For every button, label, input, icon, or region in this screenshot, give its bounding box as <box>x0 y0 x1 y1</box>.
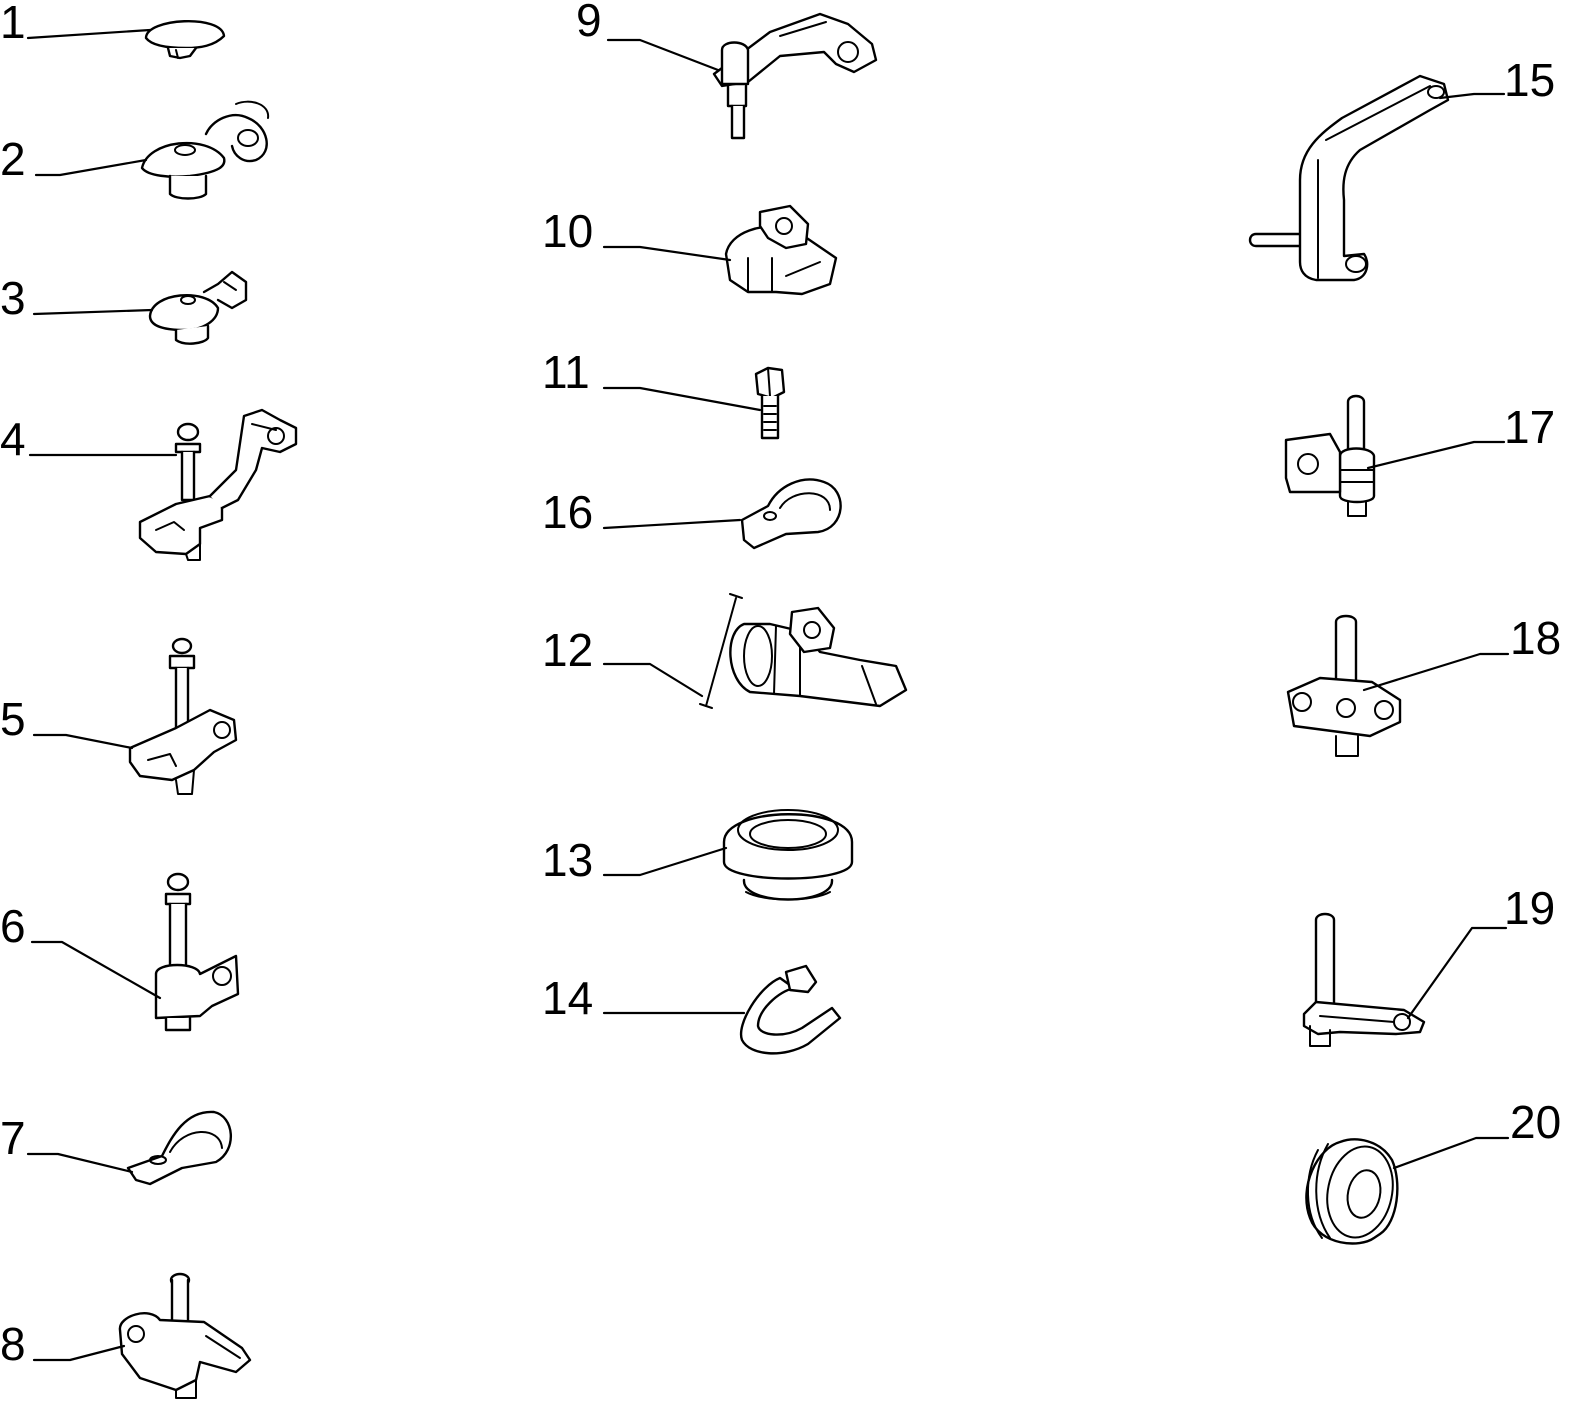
part-3-drawing <box>148 270 248 345</box>
leader-line-8 <box>32 1344 126 1362</box>
part-18-drawing <box>1286 614 1402 757</box>
callout-label-13: 13 <box>542 834 593 886</box>
part-10-drawing <box>724 204 838 296</box>
callout-label-19: 19 <box>1504 882 1555 934</box>
callout-label-7: 7 <box>0 1112 26 1164</box>
leader-line-18 <box>1362 652 1510 692</box>
callout-label-9: 9 <box>576 0 602 46</box>
callout-label-16: 16 <box>542 486 593 538</box>
part-4-drawing <box>138 408 298 561</box>
part-13-drawing <box>722 809 854 901</box>
callout-label-15: 15 <box>1504 54 1555 106</box>
callout-label-3: 3 <box>0 272 26 324</box>
callout-label-2: 2 <box>0 133 26 185</box>
part-7-drawing <box>126 1110 233 1186</box>
leader-line-10 <box>602 245 732 262</box>
leader-line-19 <box>1406 926 1508 1020</box>
part-20-drawing <box>1305 1138 1399 1245</box>
callout-label-1: 1 <box>0 0 26 48</box>
part-8-drawing <box>118 1272 252 1399</box>
leader-line-9 <box>606 38 720 72</box>
part-1-drawing <box>144 19 226 60</box>
callout-label-5: 5 <box>0 693 26 745</box>
leader-line-12 <box>602 662 704 698</box>
part-16-drawing <box>740 478 842 550</box>
leader-line-11 <box>602 386 762 412</box>
callout-label-17: 17 <box>1504 401 1555 453</box>
part-6-drawing <box>154 872 240 1032</box>
leader-line-7 <box>26 1152 134 1174</box>
leader-line-15 <box>1438 92 1506 100</box>
callout-label-6: 6 <box>0 900 26 952</box>
leader-line-13 <box>602 846 728 877</box>
part-11-drawing <box>754 366 786 440</box>
callout-label-11: 11 <box>542 346 590 398</box>
leader-line-2 <box>34 158 148 177</box>
leader-line-6 <box>30 940 162 1000</box>
callout-label-8: 8 <box>0 1318 26 1370</box>
part-12-drawing <box>699 593 908 709</box>
leader-line-17 <box>1366 440 1506 470</box>
part-5-drawing <box>128 637 238 795</box>
callout-label-4: 4 <box>0 413 26 465</box>
leader-line-1 <box>26 28 152 40</box>
callout-label-20: 20 <box>1510 1096 1561 1148</box>
part-17-drawing <box>1284 394 1376 517</box>
leader-line-3 <box>32 308 154 316</box>
leader-line-20 <box>1392 1136 1510 1170</box>
part-15-drawing <box>1248 74 1450 282</box>
leader-line-5 <box>32 733 134 750</box>
part-9-drawing <box>712 12 878 140</box>
leader-line-16 <box>602 518 742 530</box>
callout-label-10: 10 <box>542 205 593 257</box>
part-2-drawing <box>140 100 270 200</box>
callout-label-14: 14 <box>542 972 593 1024</box>
callout-label-12: 12 <box>542 624 593 676</box>
part-19-drawing <box>1302 912 1426 1047</box>
part-14-drawing <box>739 964 842 1055</box>
callout-label-18: 18 <box>1510 612 1561 664</box>
